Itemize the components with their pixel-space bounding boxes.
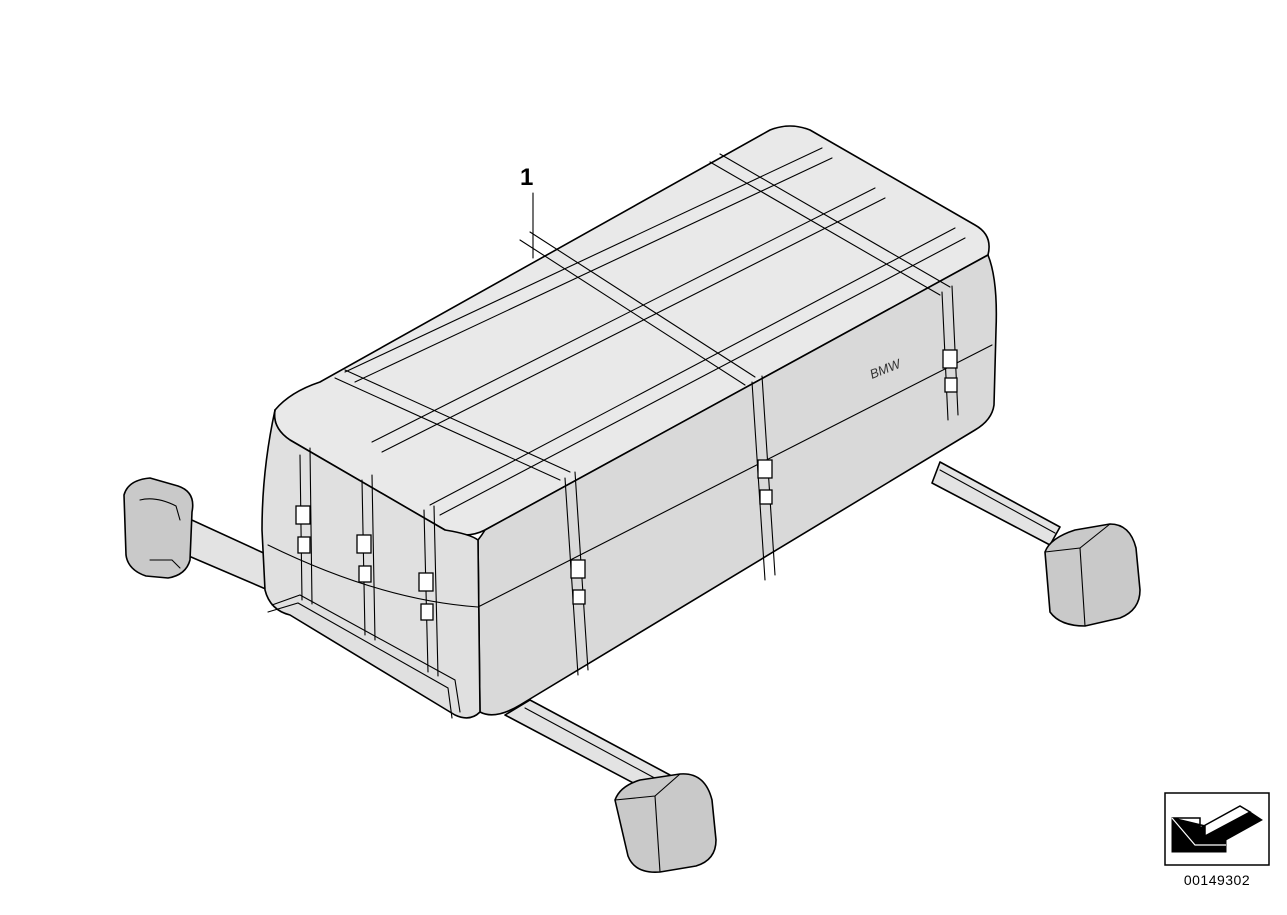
orientation-arrow-icon xyxy=(1164,792,1270,866)
buckle-icon xyxy=(757,459,773,505)
front-crossbar xyxy=(504,699,717,873)
buckle-icon xyxy=(295,505,311,554)
buckle-icon xyxy=(942,349,958,393)
rear-crossbar-bar-right xyxy=(931,461,1061,546)
buckle-icon xyxy=(570,559,586,605)
buckle-icon xyxy=(356,534,372,583)
rear-left-foot xyxy=(123,477,194,579)
bag-front-face xyxy=(261,409,481,719)
callout-number-1: 1 xyxy=(520,164,534,191)
front-right-foot xyxy=(614,773,717,873)
bottom-strap xyxy=(271,594,461,713)
buckle-icon xyxy=(418,572,434,621)
part-number: 00149302 xyxy=(1183,872,1251,888)
bag-right-face xyxy=(477,254,998,716)
rear-right-foot xyxy=(1044,523,1141,627)
rear-crossbar-rail xyxy=(939,469,1056,534)
roof-bag: BMW xyxy=(261,125,998,719)
rear-crossbar xyxy=(123,461,1141,627)
